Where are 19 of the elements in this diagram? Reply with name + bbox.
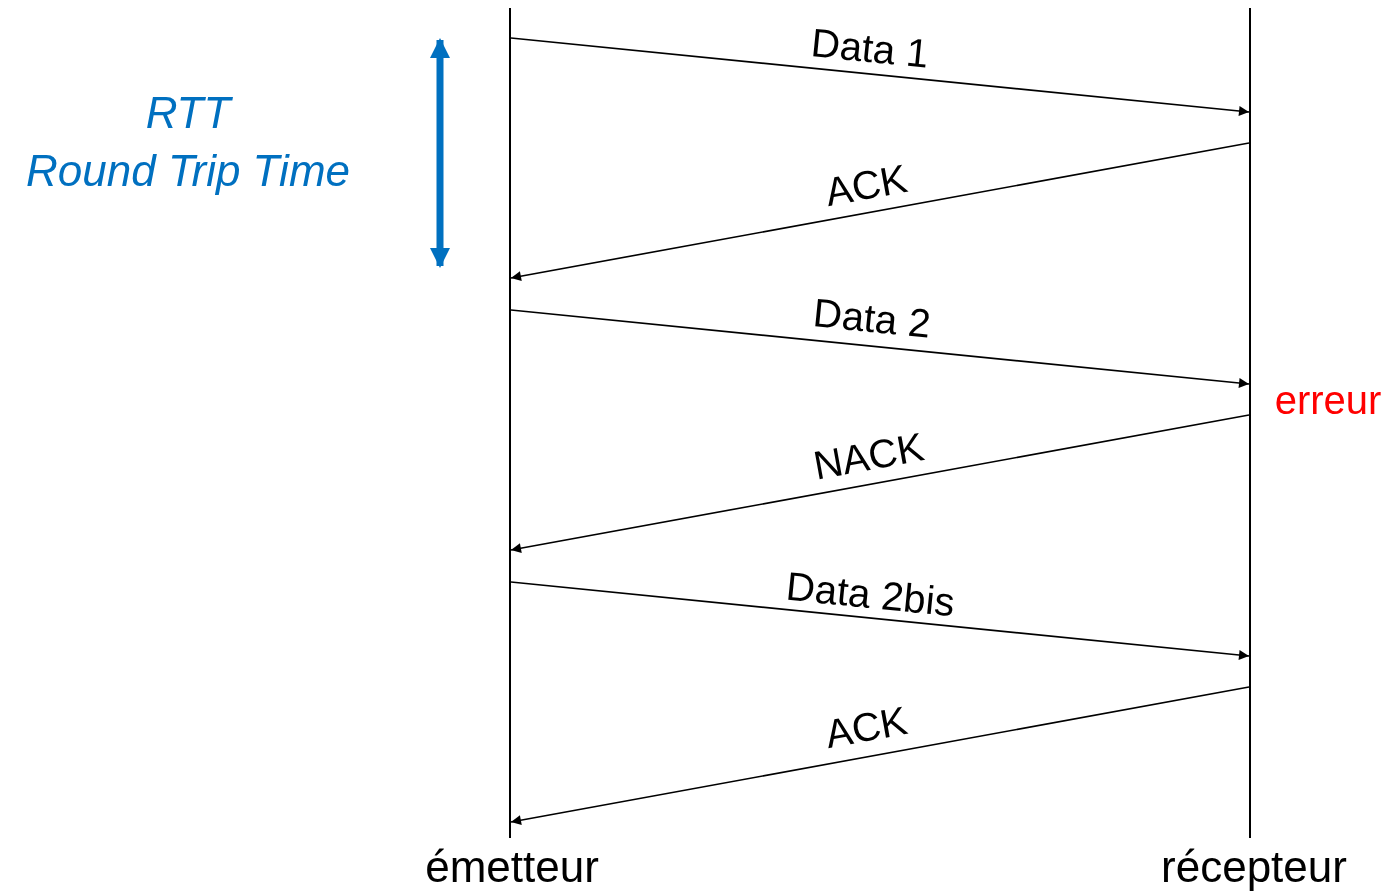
arrow (510, 309, 1250, 388)
error-label: erreur (1274, 380, 1382, 420)
lifeline-line (509, 8, 511, 838)
edge-label: Data 2bis (783, 565, 957, 623)
arrow (510, 142, 1250, 282)
edge-label: ACK (822, 699, 911, 755)
lifeline-label: émetteur (425, 845, 599, 889)
arrow (510, 414, 1250, 554)
arrow (510, 37, 1250, 116)
edge-label: Data 1 (809, 22, 931, 74)
rtt-annotation: RTT (145, 88, 231, 138)
arrow (510, 686, 1250, 826)
arrow (510, 581, 1250, 660)
lifeline-line (1249, 8, 1251, 838)
edge-label: Data 2 (811, 292, 933, 344)
edge-label: ACK (822, 157, 911, 213)
edge-label: NACK (809, 426, 927, 486)
lifeline-label: récepteur (1161, 845, 1347, 889)
rtt-annotation: Round Trip Time (26, 146, 350, 196)
